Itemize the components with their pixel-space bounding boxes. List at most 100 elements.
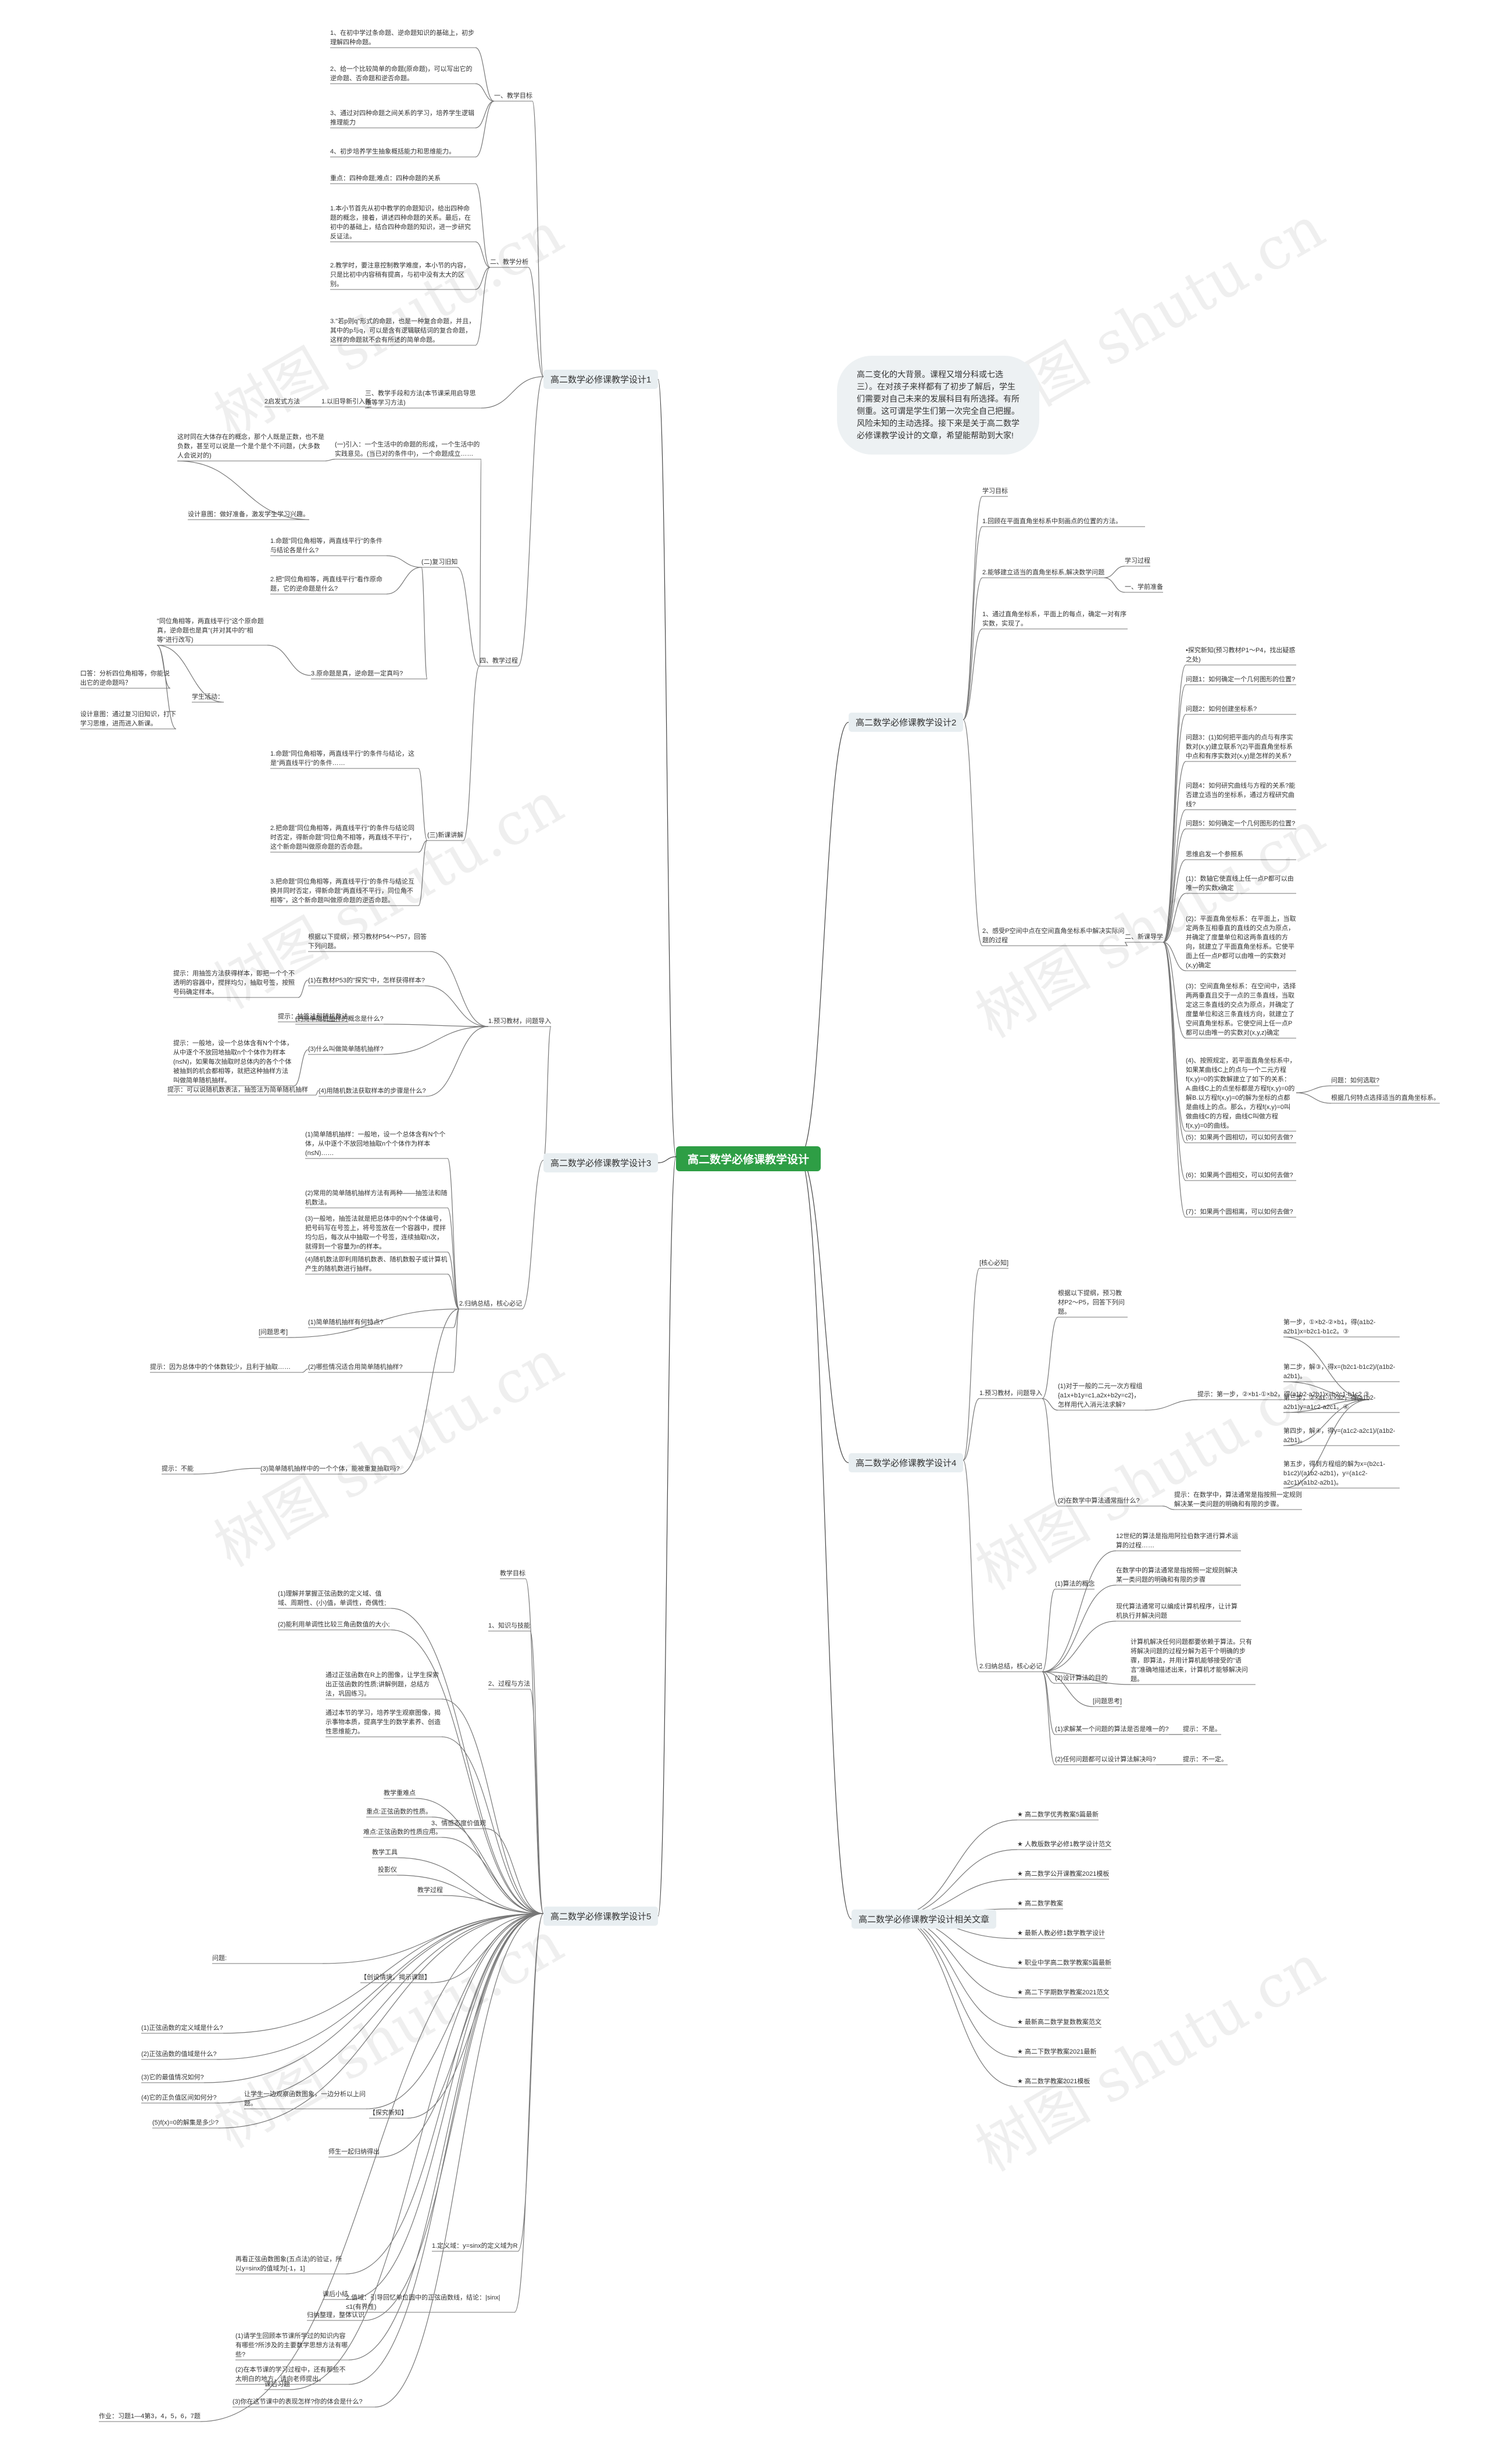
section-teaching-analysis[interactable]: 二、教学分析	[490, 259, 528, 266]
core-must-know[interactable]: [核心必知]	[979, 1260, 1009, 1267]
induce4-label[interactable]: 2.归纳总结，核心必记	[979, 1663, 1043, 1670]
induce4-item[interactable]: [问题思考]	[1093, 1698, 1122, 1705]
preview-item[interactable]: 根据以下提纲，预习教材P54～P57，回答下列问题。	[308, 934, 427, 950]
analysis-item[interactable]: 2.教学时，要注意控制教学难度，本小节的内容，只是比初中内容稍有提高，与初中没有…	[330, 262, 470, 288]
design5-item[interactable]: (2)能利用单调性比较三角函数值的大小;	[278, 1621, 390, 1628]
design5-item[interactable]: 【探究新知】	[369, 2109, 407, 2116]
design2-goal[interactable]: 1.回顾在平面直角坐标系中刻画点的位置的方法。	[982, 518, 1122, 525]
branch-design-1[interactable]: 高二数学必修课教学设计1	[543, 370, 659, 389]
algorithm-step[interactable]: 第二步，解③，得x=(b2c1-b1c2)/(a1b2-a2b1)。	[1283, 1364, 1396, 1380]
related-article[interactable]: ★ 高二数学教案2021模板	[1017, 2078, 1090, 2085]
design5-item[interactable]: 问题:	[212, 1955, 227, 1962]
design5-item[interactable]: 2、过程与方法	[488, 1680, 531, 1687]
design5-item[interactable]: 【创设情境，揭示课题】	[360, 1974, 431, 1981]
design5-item[interactable]: 作业：习题1—4第3，4，5，6，7题	[99, 2413, 201, 2420]
review-student-activity[interactable]: 学生活动：	[192, 693, 224, 700]
design2-task[interactable]: •探究新知(预习教材P1～P4，找出疑惑之处)	[1186, 647, 1296, 663]
design5-item[interactable]: 教学目标	[500, 1570, 525, 1577]
design2-task[interactable]: (7)：如果两个圆相离，可以如何去做?	[1186, 1208, 1293, 1215]
goal-item[interactable]: 1、在初中学过条命题、逆命题知识的基础上，初步理解四种命题。	[330, 30, 475, 46]
design5-item[interactable]: 师生一起归纳得出	[328, 2148, 380, 2155]
design5-item[interactable]: (1)理解并掌握正弦函数的定义域、值域、周期性、(小)值，单调性，奇偶性;	[278, 1590, 387, 1607]
design5-item[interactable]: (1)请学生回顾本节课所学过的知识内容有哪些?所涉及的主要数学思想方法有哪些?	[235, 2333, 348, 2358]
question-choose[interactable]: 问题：如何选取?	[1331, 1077, 1380, 1084]
question-item[interactable]: (3)简单随机抽样中的一个个体，能被重复抽取吗?	[260, 1465, 400, 1472]
induce4-item[interactable]: (1)求解某一个问题的算法是否是唯一的?	[1055, 1726, 1169, 1733]
new-lesson-guide[interactable]: 二、新课导学	[1125, 934, 1163, 940]
design5-item[interactable]: 3、情感态度价值观	[431, 1820, 487, 1827]
related-article[interactable]: ★ 高二数学优秀教案5篇最新	[1017, 1811, 1099, 1818]
goal-item[interactable]: 2、给一个比较简单的命题(原命题)，可以写出它的逆命题、否命题和逆否命题。	[330, 66, 473, 82]
preview-label[interactable]: 1.预习教材，问题导入	[488, 1018, 552, 1025]
induce4-item[interactable]: (1)算法的概念	[1055, 1580, 1095, 1587]
step-hint-label[interactable]: 提示：第一步，②×b1-①×b2，得(a1b2-a2b1)x=b2c1-b1c2…	[1197, 1391, 1369, 1398]
newlesson-item[interactable]: 1.命题"同位角相等，两直线平行"的条件与结论，这是"两直线平行"的条件……	[270, 750, 414, 767]
root-node[interactable]: 高二数学必修课教学设计	[676, 1146, 821, 1171]
review-item[interactable]: 2.把"同位角相等，两直线平行"看作原命题，它的逆命题是什么?	[270, 576, 382, 592]
branch-related[interactable]: 高二数学必修课教学设计相关文章	[852, 1909, 997, 1929]
question-item[interactable]: (2)哪些情况适合用简单随机抽样?	[308, 1364, 403, 1371]
preview-item[interactable]: (4)用随机数法获取样本的步骤是什么?	[319, 1088, 426, 1095]
algorithm-hint[interactable]: 提示：在数学中，算法通常是指按照一定规则解决某一类问题的明确和有限的步骤。	[1174, 1492, 1302, 1508]
induce-item[interactable]: (3)一般地，抽签法就是把总体中的N个个体编号，把号码写在号签上，将号签放在一个…	[305, 1215, 446, 1250]
related-article[interactable]: ★ 高二数学公开课教案2021模板	[1017, 1871, 1110, 1877]
algorithm-step[interactable]: 第一步，①×b2-②×b1，得(a1b2-a2b1)x=b2c1-b1c2。③	[1283, 1319, 1376, 1335]
design2-task[interactable]: 问题1：如何确定一个几何图形的位置?	[1186, 676, 1296, 683]
design2-goal[interactable]: 2、感受P空间中点在空间直角坐标系中解决实际问题的过程	[982, 928, 1125, 944]
design5-item[interactable]: (2)在本节课的学习过程中，还有那些不太明白的地方，请向老师提出。	[235, 2366, 346, 2383]
design5-item[interactable]: 课后小结	[323, 2291, 348, 2298]
algorithm-step[interactable]: 第四步，解④，得y=(a1c2-a2c1)/(a1b2-a2b1)。	[1283, 1428, 1396, 1444]
branch-design-5[interactable]: 高二数学必修课教学设计5	[543, 1907, 659, 1926]
newlesson-label[interactable]: (三)新课讲解	[427, 832, 464, 839]
question-hint[interactable]: 提示：因为总体中的个体数较少，且利于抽取……	[150, 1364, 291, 1371]
design5-item[interactable]: 让学生一边观察函数图象，一边分析以上问题。	[244, 2091, 366, 2107]
induce-item[interactable]: (2)常用的简单随机抽样方法有两种——抽签法和随机数法。	[305, 1190, 448, 1206]
review-item[interactable]: 1.命题"同位角相等，两直线平行"的条件与结论各是什么?	[270, 538, 382, 554]
preview-hint[interactable]: 提示：可以说随机数表法，抽签法为简单随机抽样	[167, 1086, 308, 1093]
design2-task[interactable]: (4)、按照规定，若平面直角坐标系中，如果某曲线C上的点与一个二元方程f(x,y…	[1186, 1057, 1296, 1129]
design2-task[interactable]: 思维启发一个参照系	[1186, 851, 1243, 858]
design2-task[interactable]: (3)：空间直角坐标系：在空间中，选择两两垂直且交于一点的三条直线，当取定这三条…	[1186, 983, 1296, 1036]
review-item[interactable]: 3.原命题是真，逆命题一定真吗?	[311, 670, 403, 677]
method-heuristic[interactable]: 2启发式方法	[264, 398, 301, 405]
induce4-item[interactable]: 在数学中的算法通常是指按照一定规则解决某一类问题的明确和有限的步骤	[1116, 1567, 1237, 1583]
study-process[interactable]: 学习过程	[1125, 557, 1150, 564]
review-oral-answer[interactable]: 口答：分析四位角相等，你能说出它的逆命题吗？	[80, 670, 170, 686]
related-article[interactable]: ★ 高二下数学教案2021最新	[1017, 2048, 1097, 2055]
newlesson-item[interactable]: 2.把命题"同位角相等，两直线平行"的条件与结论同时否定，得新命题"同位角不相等…	[270, 825, 416, 850]
design2-task[interactable]: (2)：平面直角坐标系：在平面上，当取定两条互相垂直的直线的交点为原点，并确定了…	[1186, 915, 1296, 969]
design2-goal[interactable]: 1、通过直角坐标系，平面上的每点，确定一对有序实数，实现了。	[982, 611, 1127, 627]
question-hint[interactable]: 提示：不能	[162, 1465, 194, 1472]
induce4-item[interactable]: 现代算法通常可以编成计算机程序，让计算机执行并解决问题	[1116, 1603, 1237, 1619]
branch-design-4[interactable]: 高二数学必修课教学设计4	[849, 1453, 964, 1472]
related-article[interactable]: ★ 高二下学期数学教案2021范文	[1017, 1989, 1110, 1996]
answer-no[interactable]: 提示：不是。	[1183, 1726, 1221, 1733]
preview4-item[interactable]: (2)在数学中算法通常指什么?	[1058, 1497, 1140, 1504]
related-article[interactable]: ★ 最新人教必修1数学教学设计	[1017, 1930, 1106, 1937]
design2-task[interactable]: 问题2：如何创建坐标系?	[1186, 706, 1257, 713]
analysis-item[interactable]: 1.本小节首先从初中教学的命题知识，给出四种命题的概念，接着，讲述四种命题的关系…	[330, 205, 471, 240]
design5-item[interactable]: 难点:正弦函数的性质应用。	[363, 1829, 442, 1836]
design2-task[interactable]: 问题5：如何确定一个几何图形的位置?	[1186, 820, 1296, 827]
algorithm-step[interactable]: 第三步，②×a1-①×a2，得(a1b2-a2b1)y=a1c2-a2c1。④	[1283, 1394, 1376, 1411]
design5-item[interactable]: (2)正弦函数的值域是什么?	[141, 2051, 217, 2058]
design5-item[interactable]: 2.值域：引导回忆单位圆中的正弦函数线，结论：|sinx|≤1(有界性)	[346, 2294, 500, 2311]
goal-item[interactable]: 4、初步培养学生抽象概括能力和思维能力。	[330, 148, 456, 155]
preview4-item[interactable]: (1)对于一般的二元一次方程组{a1x+b1y=c1,a2x+b2y=c2}，怎…	[1058, 1383, 1143, 1408]
design5-item[interactable]: 通过正弦函数在R上的图像，让学生探索出正弦函数的性质;讲解例题，总结方法，巩固练…	[326, 1672, 439, 1697]
induce4-item[interactable]: 计算机解决任何问题都要依赖于算法。只有将解决问题的过程分解为若干个明确的步骤，即…	[1131, 1639, 1252, 1683]
related-article[interactable]: ★ 人教版数学必修1教学设计范文	[1017, 1841, 1112, 1848]
algorithm-step[interactable]: 第五步，得到方程组的解为x=(b2c1-b1c2)/(a1b2-a2b1)，y=…	[1283, 1461, 1386, 1486]
design5-item[interactable]: 教学工具	[372, 1849, 398, 1856]
design5-item[interactable]: (4)它的正负值区间如何分?	[141, 2094, 217, 2101]
preview-hint[interactable]: 提示：用抽签方法获得样本，即把一个个不透明的容器中，搅拌均匀，抽取号签，按照号码…	[173, 970, 295, 996]
design5-item[interactable]: (5)f(x)=0的解集是多少?	[152, 2119, 219, 2126]
branch-design-3[interactable]: 高二数学必修课教学设计3	[543, 1153, 659, 1172]
design2-task[interactable]: 问题3：(1)如何把平面内的点与有序实数对(x,y)建立联系?(2)平面直角坐标…	[1186, 734, 1293, 760]
preview4-item[interactable]: 根据以下提纲，预习教材P2～P5，回答下列问题。	[1058, 1290, 1125, 1315]
design2-task[interactable]: (6)：如果两个圆相交，可以如何去做?	[1186, 1172, 1293, 1179]
design2-goal[interactable]: 学习目标	[982, 488, 1008, 495]
analysis-item[interactable]: 3."若p则q"形式的命题，也是一种复合命题，并且，其中的p与q，可以是含有逻辑…	[330, 318, 475, 344]
preview-hint[interactable]: 提示：抽签法和随机数法	[278, 1013, 348, 1020]
question-item[interactable]: (1)简单随机抽样有何特点?	[308, 1319, 384, 1326]
